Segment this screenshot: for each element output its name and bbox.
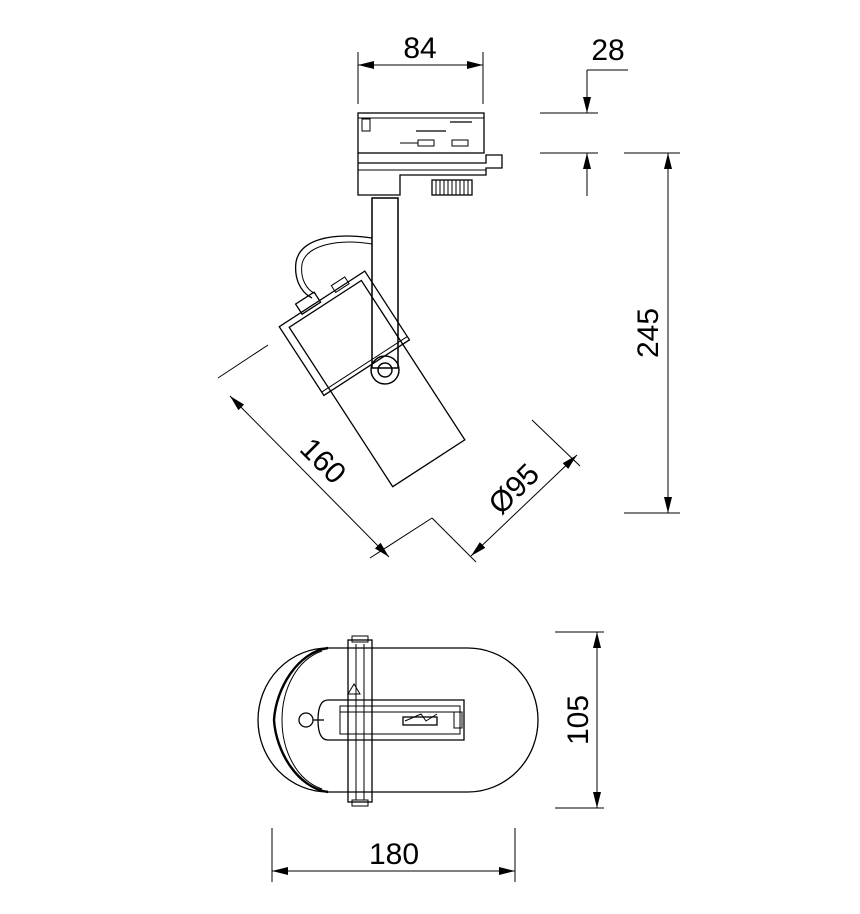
warning-triangle-icon	[347, 683, 361, 695]
dimension-160: 160	[217, 344, 433, 559]
dim-label-84: 84	[403, 32, 436, 65]
dim-label-245: 245	[632, 308, 665, 358]
mounting-bar	[347, 635, 373, 807]
dimension-245: 245	[624, 152, 680, 514]
dim-label-160: 160	[293, 432, 352, 491]
dimension-180: 180	[271, 828, 516, 882]
dimension-105: 105	[555, 631, 604, 809]
dimension-28: 28	[540, 34, 628, 196]
dimension-diameter-95: Ø95	[431, 419, 581, 563]
side-elevation-view: 84 28 245 160	[217, 32, 680, 563]
dim-label-diameter-95: Ø95	[483, 458, 546, 521]
dim-label-180: 180	[369, 838, 419, 871]
dim-label-105: 105	[562, 695, 595, 745]
plan-view: 105 180	[257, 631, 604, 882]
dimension-84: 84	[357, 32, 484, 104]
contact-knob	[431, 179, 473, 196]
plan-adapter	[298, 699, 465, 741]
track-adapter	[357, 112, 503, 196]
plan-body-outline	[257, 647, 539, 793]
power-cable	[294, 235, 373, 299]
dim-label-28: 28	[591, 34, 624, 67]
